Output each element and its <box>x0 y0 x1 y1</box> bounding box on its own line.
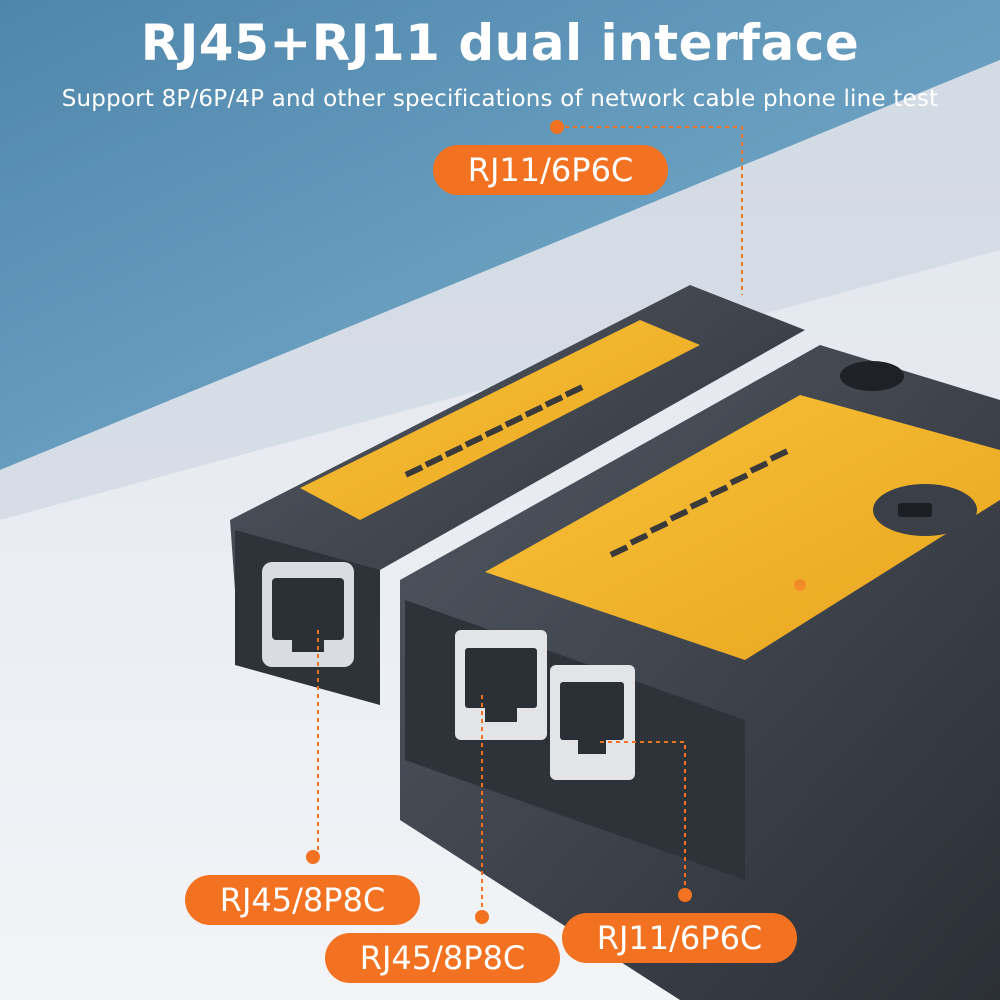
remote-unit <box>230 285 805 705</box>
leader-rj11-top <box>557 126 743 295</box>
remote-rj45-port-latch <box>292 640 324 652</box>
page-title: RJ45+RJ11 dual interface <box>140 14 860 72</box>
remote-led-row <box>404 384 584 478</box>
page-subtitle: Support 8P/6P/4P and other specification… <box>61 86 939 112</box>
callout-rj11-master: RJ11/6P6C <box>562 913 797 963</box>
leader-rj11-master <box>600 741 686 893</box>
master-led-row <box>609 448 789 558</box>
callout-rj11-top: RJ11/6P6C <box>433 145 668 195</box>
master-unit <box>400 345 1000 1000</box>
master-rj45-port-jack <box>465 648 537 708</box>
dot-rj11-top <box>550 120 564 134</box>
background-shade-band <box>0 60 1000 520</box>
dot-rj45-master <box>475 910 489 924</box>
dot-rj11-master <box>678 888 692 902</box>
master-rj11-port-jack <box>560 682 624 740</box>
callout-leader-lines <box>317 126 743 915</box>
master-top-logo-badge <box>840 361 904 391</box>
callout-rj45-remote: RJ45/8P8C <box>185 875 420 925</box>
background-blue-band <box>0 0 1000 470</box>
dot-rj45-remote <box>306 850 320 864</box>
callout-dots <box>306 120 692 924</box>
master-rj11-port-latch <box>578 740 606 754</box>
remote-yellow-panel <box>300 320 700 520</box>
master-power-switch <box>898 503 932 517</box>
callout-rj45-master: RJ45/8P8C <box>325 933 560 983</box>
remote-rj45-port-jack <box>272 578 344 640</box>
master-status-led <box>794 579 806 591</box>
master-yellow-panel <box>485 395 1000 660</box>
master-rj45-port-latch <box>485 708 517 722</box>
